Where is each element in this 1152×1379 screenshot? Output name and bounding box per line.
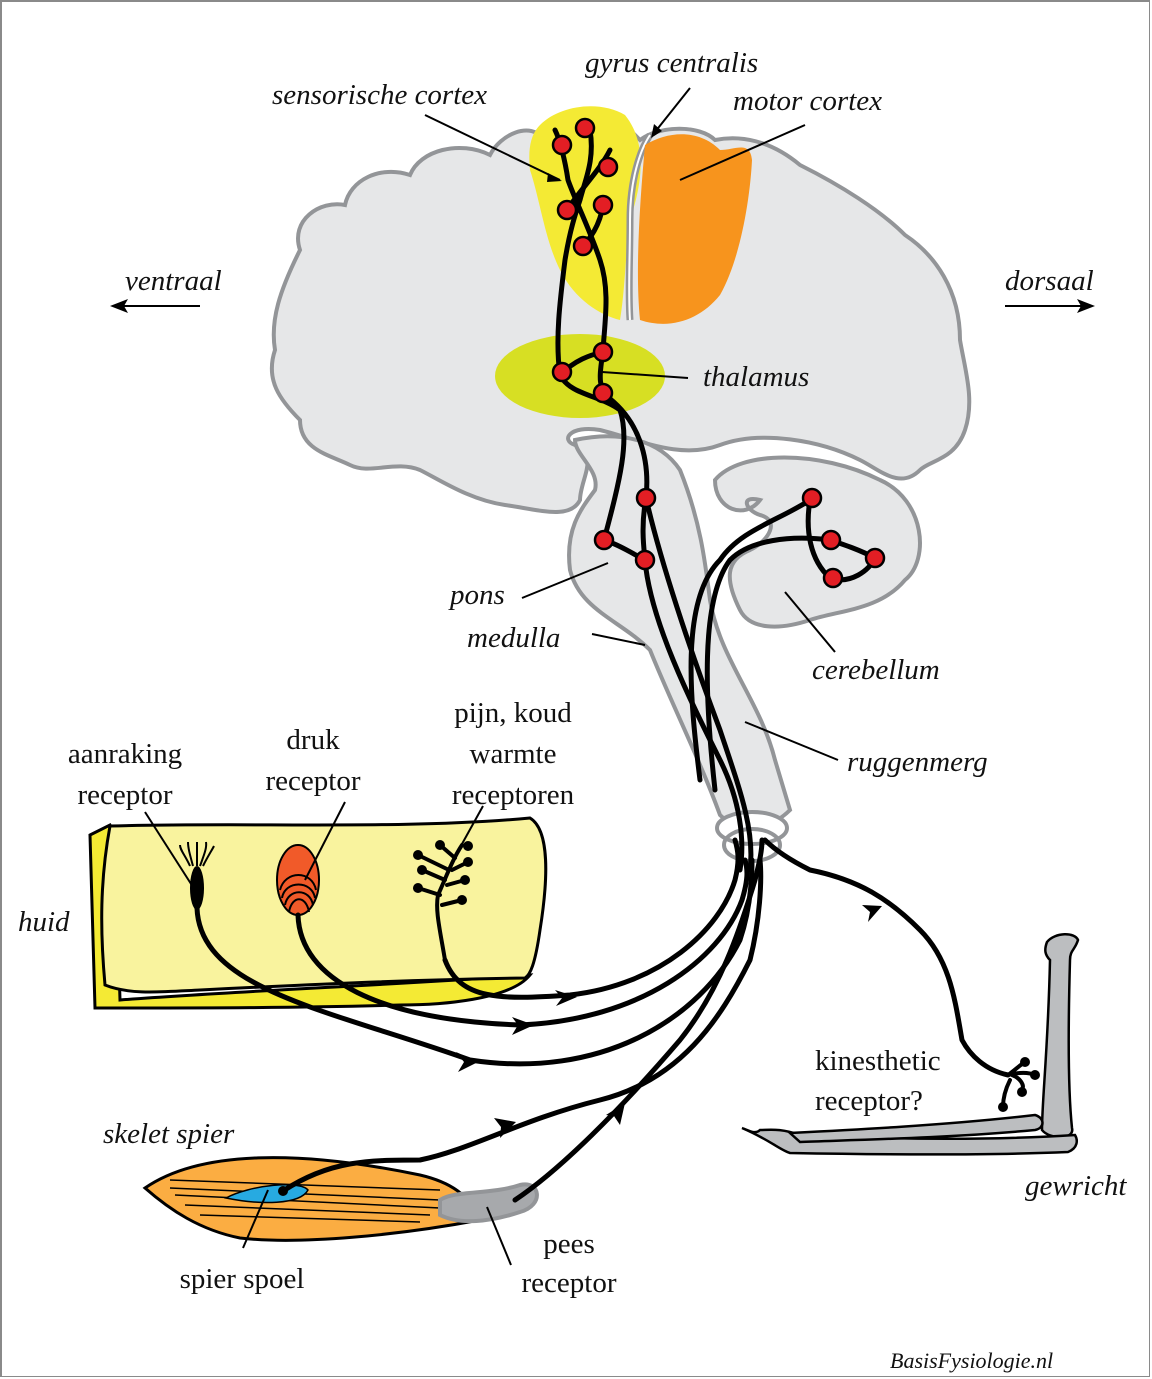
synapse [864, 547, 886, 569]
label-pressure-receptor-1: druk [286, 724, 340, 756]
direction-arrow [512, 1017, 534, 1035]
label-touch-receptor-2: receptor [78, 779, 173, 811]
skin [88, 816, 755, 1072]
motor-cortex-region [637, 134, 752, 324]
touch-receptor [190, 866, 204, 910]
direction-arrow [606, 1103, 625, 1125]
touch-receptor-dendrites [179, 841, 215, 867]
synapse [801, 487, 823, 509]
label-tendon-receptor-1: pees [543, 1228, 595, 1260]
label-medulla: medulla [467, 622, 560, 654]
synapse [556, 199, 578, 221]
skin-edge [88, 822, 534, 1010]
kinesthetic-receptor [998, 1057, 1040, 1112]
synapse [551, 134, 573, 156]
label-dorsal: dorsaal [1005, 265, 1094, 297]
upper-bone [1040, 933, 1080, 1139]
ventral-arrow [110, 299, 128, 313]
synapse [592, 341, 614, 363]
label-kinesthetic-receptor-2: receptor? [815, 1085, 923, 1117]
synapse [593, 529, 615, 551]
label-pain-receptors-1: pijn, koud [454, 697, 572, 729]
skeletal-muscle [142, 837, 765, 1242]
label-thalamus: thalamus [703, 361, 809, 393]
label-central-gyrus: gyrus centralis [585, 47, 758, 79]
labels: ventraal dorsaal sensorische cortex gyru… [18, 47, 1127, 1373]
thalamus-region [495, 334, 665, 418]
synapse [635, 487, 657, 509]
touch-afferent [194, 857, 755, 1067]
label-touch-receptor-1: aanraking [68, 738, 182, 770]
leader-lines [110, 87, 1095, 1266]
direction-arrow [456, 1052, 478, 1072]
label-ventral: ventraal [125, 265, 222, 297]
synapses [551, 117, 886, 589]
pathway-cord-2 [642, 557, 745, 873]
watermark: BasisFysiologie.nl [890, 1348, 1053, 1373]
pain-afferent [442, 837, 741, 1000]
pain-temp-receptors [413, 840, 473, 962]
synapse [574, 117, 596, 139]
neural-pathways [551, 117, 886, 873]
radius-bone [786, 1113, 1044, 1144]
synapse [592, 194, 614, 216]
direction-arrow [494, 1118, 516, 1138]
label-spinal-cord: ruggenmerg [847, 746, 988, 778]
label-joint: gewricht [1025, 1170, 1127, 1202]
label-pressure-receptor-2: receptor [266, 765, 361, 797]
kinesthetic-afferent [762, 837, 1011, 1078]
spindle-afferent [280, 857, 764, 1194]
label-cerebellum: cerebellum [812, 654, 940, 686]
pathway-cortex-1 [555, 127, 594, 378]
forearm-bone [741, 1126, 1078, 1156]
pathway-cerebellum-1 [688, 497, 813, 783]
label-muscle-spindle: spier spoel [180, 1263, 305, 1295]
joint [741, 837, 1080, 1156]
label-tendon-receptor-2: receptor [522, 1267, 617, 1299]
pathway-brainstem-1 [557, 372, 627, 543]
tendon-afferent [512, 837, 765, 1203]
label-pons: pons [448, 579, 505, 611]
pathway-cord-1 [643, 495, 754, 873]
dorsal-arrow [1077, 299, 1095, 313]
label-skeletal-muscle: skelet spier [103, 1118, 235, 1150]
synapse [572, 235, 594, 257]
direction-arrow [862, 905, 882, 922]
label-pain-receptors-3: receptoren [452, 779, 575, 811]
label-skin: huid [18, 906, 70, 938]
synapse [597, 156, 619, 178]
pathway-cerebellum-2 [704, 535, 833, 793]
synapse [634, 549, 656, 571]
pathway-cortex-2 [552, 127, 609, 353]
pathway-cerebellum-loop [805, 497, 878, 583]
label-kinesthetic-receptor-1: kinesthetic [815, 1045, 941, 1077]
label-sensory-cortex: sensorische cortex [272, 79, 487, 111]
synapse [592, 382, 614, 404]
label-motor-cortex: motor cortex [733, 85, 882, 117]
label-pain-receptors-2: warmte [470, 738, 557, 770]
synapse [551, 361, 573, 383]
direction-arrow [555, 990, 577, 1006]
cerebellum-shape [712, 455, 922, 629]
synapse [822, 567, 844, 589]
pressure-receptor-layers [279, 874, 317, 913]
tendon [438, 1182, 539, 1224]
pressure-afferent [295, 857, 750, 1028]
synapse [820, 529, 842, 551]
